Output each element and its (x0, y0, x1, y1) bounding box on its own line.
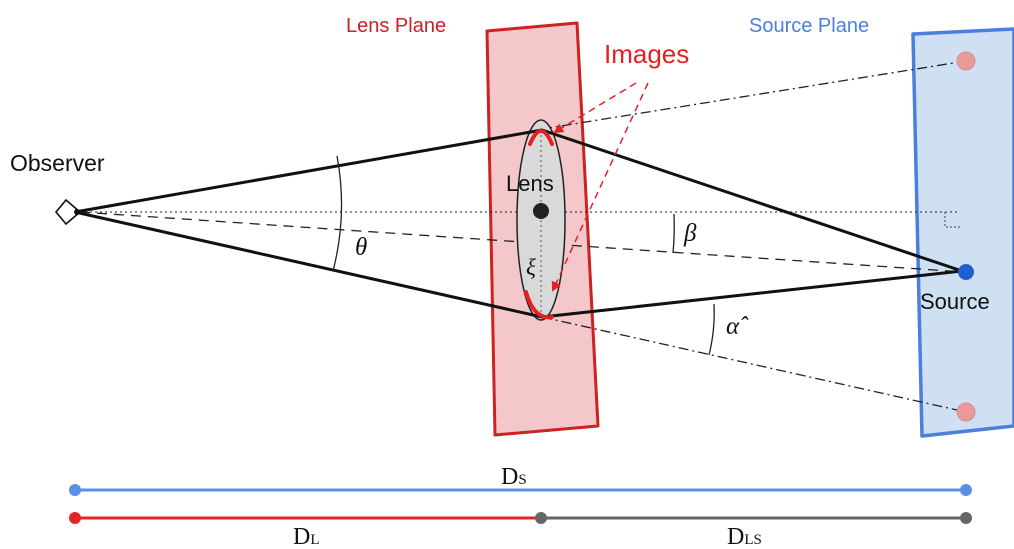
dls-label: DLS (727, 524, 762, 549)
images-label: Images (604, 39, 689, 69)
xi-label: ξ (526, 255, 536, 280)
dl-label-subscript: L (310, 532, 319, 548)
dl-start-dot (69, 512, 81, 524)
lower-ghost-image-dot (956, 402, 976, 422)
lower-lensed-image-arc (524, 290, 554, 320)
observer-eye-icon (54, 198, 82, 226)
lower-apparent-ray (541, 316, 967, 413)
theta-label: θ (355, 234, 367, 261)
observer-eye-pupil (74, 209, 80, 215)
observer-label: Observer (10, 150, 105, 176)
ds-end-dot (960, 484, 972, 496)
ds-label-subscript: S (518, 472, 526, 488)
right-angle-marker (944, 212, 960, 228)
dl-end-dot (535, 512, 547, 524)
dls-end-dot (960, 512, 972, 524)
source-dot (958, 264, 974, 280)
source-label: Source (920, 289, 990, 314)
alpha-hat-label: α̂ (726, 313, 749, 340)
beta-label: β (683, 220, 697, 247)
upper-apparent-ray (541, 60, 967, 130)
lens-plane-label: Lens Plane (346, 15, 446, 37)
ds-start-dot (69, 484, 81, 496)
upper-lensed-image-arc (528, 129, 554, 146)
dl-label: DL (293, 524, 320, 549)
lens-label: Lens (506, 171, 554, 196)
ds-label: DS (501, 464, 527, 490)
beta-angle-arc (672, 213, 675, 254)
ds-label-main: D (501, 464, 518, 490)
images-arrow-upper (553, 82, 637, 134)
dls-label-main: D (727, 524, 744, 549)
source-plane-label: Source Plane (749, 15, 869, 37)
source-plane (911, 27, 1014, 438)
lens-mass-dot (533, 203, 549, 219)
alpha-hat-angle-arc (708, 303, 715, 356)
theta-angle-arc (332, 155, 343, 272)
dls-label-subscript: LS (744, 532, 762, 548)
dl-label-main: D (293, 524, 310, 549)
images-arrow-lower (551, 82, 649, 292)
upper-ghost-image-dot (956, 51, 976, 71)
